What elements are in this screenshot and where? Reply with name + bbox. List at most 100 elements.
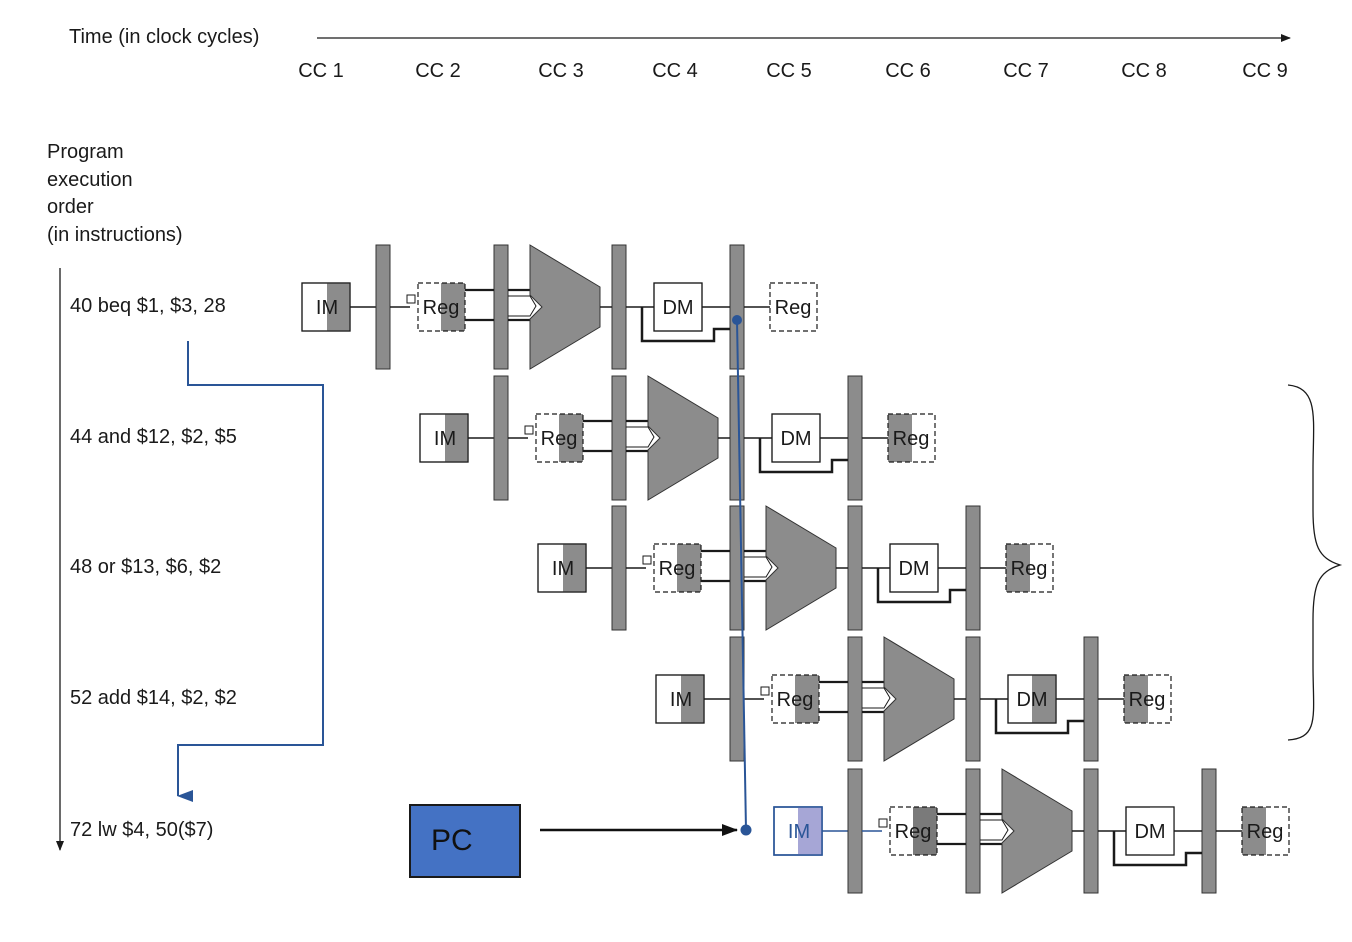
im-box-shade: [563, 544, 586, 592]
reg-label: Reg: [895, 821, 932, 843]
pipeline-register: [611, 244, 627, 370]
write-port-marker: [760, 686, 770, 696]
write-port-marker: [406, 294, 416, 304]
im-label: IM: [788, 821, 810, 843]
alu-input-arrow: [626, 426, 655, 448]
dm-read-shade: [1150, 807, 1174, 855]
pipeline-register: [1083, 636, 1099, 762]
alu-input-arrow: [862, 687, 891, 709]
pipeline-register: [493, 244, 509, 370]
dm-bypass-wire: [994, 699, 1084, 735]
order-label-line-2: execution: [47, 169, 133, 191]
clock-cycle-label: CC 8: [1121, 60, 1167, 82]
write-port-marker: [878, 818, 888, 828]
reg-write-shade: [1006, 544, 1030, 592]
reg-label: Reg: [777, 689, 814, 711]
pc-box: PC: [409, 804, 521, 878]
order-label-line-4: (in instructions): [47, 224, 183, 246]
reg-writeback-label: Reg: [893, 428, 930, 450]
im-label: IM: [552, 558, 574, 580]
reg-writeback-label: Reg: [775, 297, 812, 319]
reg-label: Reg: [423, 297, 460, 319]
instruction-label: 52 add $14, $2, $2: [70, 687, 237, 709]
dm-bypass-wire: [1112, 831, 1202, 867]
pipeline-register: [965, 768, 981, 894]
pipeline-register: [729, 636, 745, 762]
pipeline-register: [1083, 768, 1099, 894]
instruction-label: 48 or $13, $6, $2: [70, 556, 222, 578]
reg-writeback-label: Reg: [1011, 558, 1048, 580]
dm-label: DM: [898, 558, 929, 580]
clock-cycle-label: CC 3: [538, 60, 584, 82]
dm-bypass-wire: [876, 568, 966, 604]
pipeline-register: [965, 505, 981, 631]
pipeline-register: [847, 505, 863, 631]
alu: [647, 375, 719, 501]
dm-box: [771, 413, 821, 463]
pipeline-register: [493, 375, 509, 501]
dm-label: DM: [1134, 821, 1165, 843]
time-axis-label: Time (in clock cycles): [69, 26, 260, 48]
reg-writeback-label: Reg: [1129, 689, 1166, 711]
reg-read-shade: [677, 544, 701, 592]
im-box-shade: [445, 414, 468, 462]
pipeline-register: [847, 375, 863, 501]
clock-cycle-label: CC 5: [766, 60, 812, 82]
pipeline-row: IM Reg DM Reg: [301, 244, 818, 370]
reg-read-shade: [795, 675, 819, 723]
clock-cycle-label: CC 9: [1242, 60, 1288, 82]
branch-target-arrow: [177, 341, 324, 802]
im-box-shade: [327, 283, 350, 331]
pipeline-register: [1201, 768, 1217, 894]
instruction-label: 44 and $12, $2, $5: [70, 426, 237, 448]
clock-cycle-label: CC 1: [298, 60, 344, 82]
pipeline-register: [375, 244, 391, 370]
write-port-marker: [524, 425, 534, 435]
pipeline-row: IM Reg DM Reg: [773, 768, 1290, 894]
reg-read-shade: [913, 807, 937, 855]
im-label: IM: [434, 428, 456, 450]
reg-read-shade: [559, 414, 583, 462]
flushed-instructions-brace: [1287, 384, 1343, 741]
reg-writeback-label: Reg: [1247, 821, 1284, 843]
reg-write-shade: [1124, 675, 1148, 723]
clock-cycle-label: CC 4: [652, 60, 698, 82]
pipeline-register: [847, 636, 863, 762]
branch-decision-dot: [732, 315, 742, 325]
pipeline-row: IM Reg DM Reg: [655, 636, 1172, 762]
dm-label: DM: [662, 297, 693, 319]
reg-write-shade: [1242, 807, 1266, 855]
clock-cycle-label: CC 7: [1003, 60, 1049, 82]
dm-bypass-wire: [758, 438, 848, 474]
branch-decision-line: [736, 319, 747, 831]
reg-write-shade: [888, 414, 912, 462]
instruction-label: 72 lw $4, 50($7): [70, 819, 214, 841]
order-label-line-1: Program: [47, 141, 124, 163]
pipeline-register: [729, 375, 745, 501]
pipeline-register: [611, 375, 627, 501]
im-box-shade: [798, 807, 822, 855]
alu-input-arrow: [508, 295, 537, 317]
pipeline-register: [965, 636, 981, 762]
clock-cycle-label: CC 2: [415, 60, 461, 82]
write-port-marker: [642, 555, 652, 565]
reg-read-shade: [441, 283, 465, 331]
im-label: IM: [670, 689, 692, 711]
alu: [765, 505, 837, 631]
im-label: IM: [316, 297, 338, 319]
pipeline-register: [847, 768, 863, 894]
im-box-shade: [681, 675, 704, 723]
alu-input-arrow: [744, 556, 773, 578]
instruction-label: 40 beq $1, $3, 28: [70, 295, 226, 317]
clock-cycle-label: CC 6: [885, 60, 931, 82]
dm-label: DM: [1016, 689, 1047, 711]
alu-input-arrow: [980, 819, 1009, 841]
alu: [883, 636, 955, 762]
order-label-line-3: order: [47, 196, 94, 218]
pc-input-dot: [740, 824, 752, 836]
dm-read-shade: [1032, 675, 1056, 723]
alu: [529, 244, 601, 370]
